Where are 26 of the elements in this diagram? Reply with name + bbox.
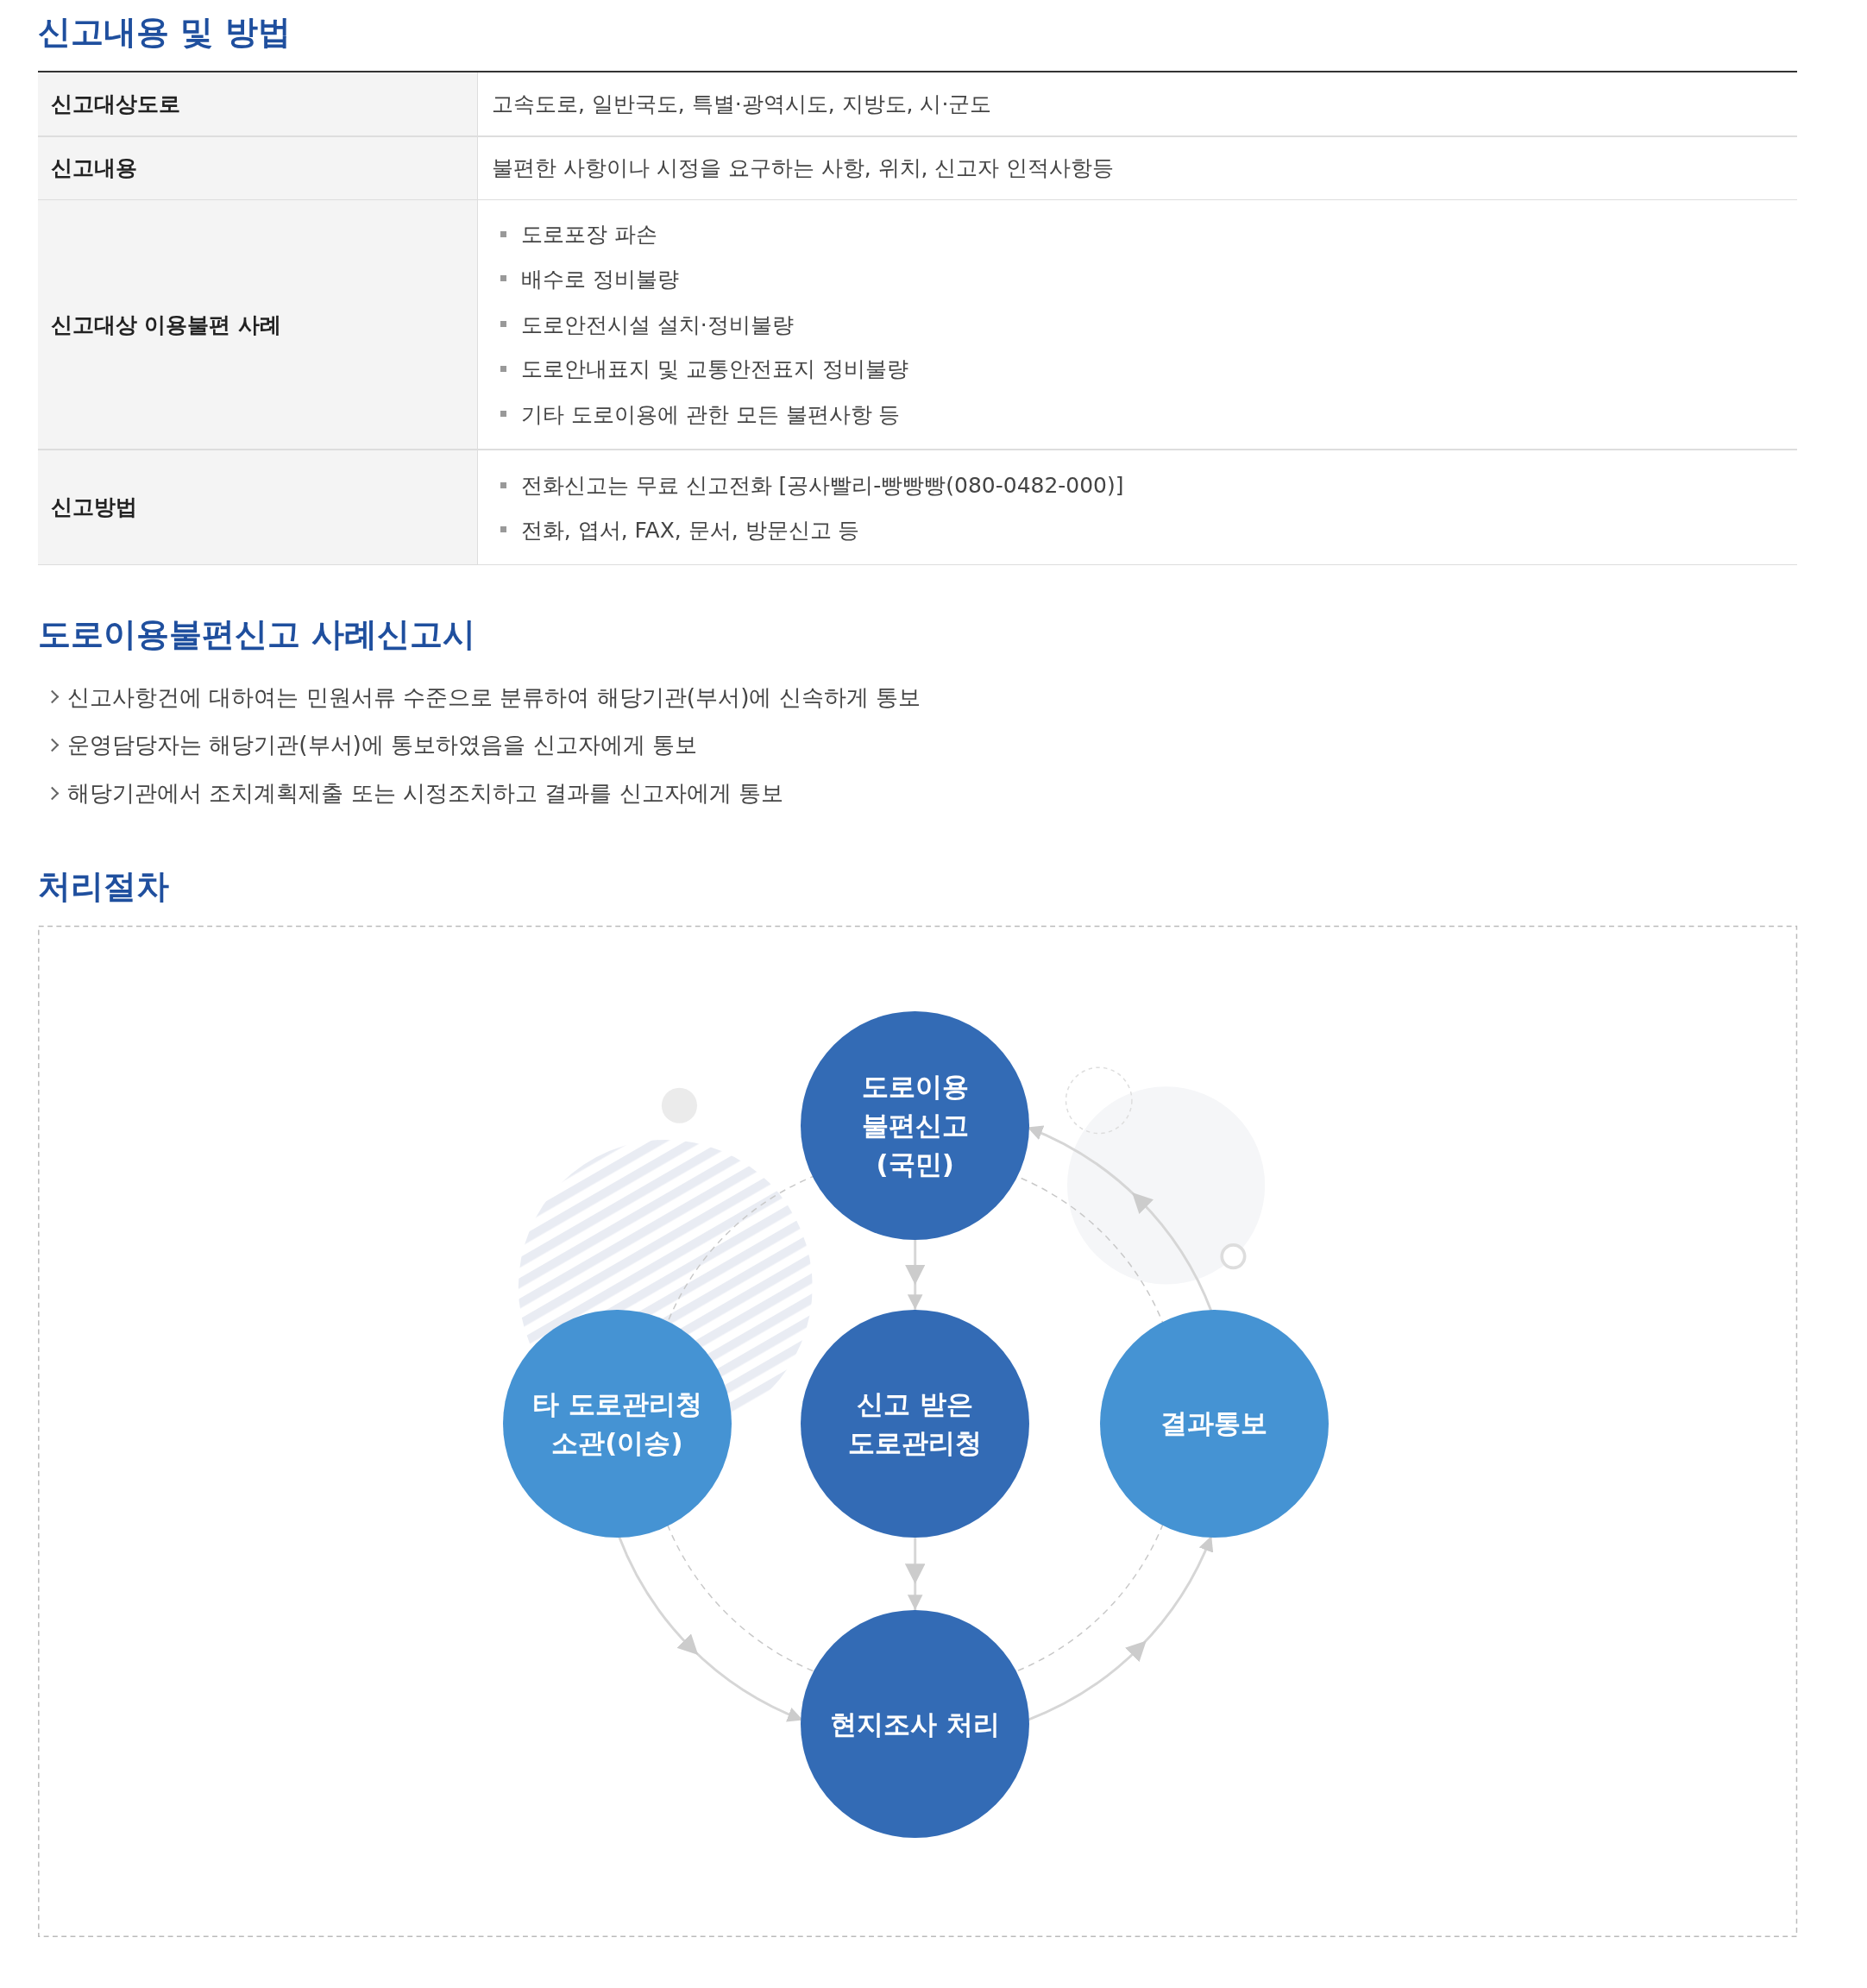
step-circle: 타 도로관리청 소관(이송): [503, 1309, 732, 1538]
bullet-item: 전화, 엽서, FAX, 문서, 방문신고 등: [500, 511, 1642, 550]
bullet-item: 배수로 정비불량: [500, 260, 1642, 299]
step-circle: 도로이용 불편신고 (국민): [801, 1011, 1029, 1240]
row-header: 신고대상 이용불편 사례: [38, 200, 478, 450]
row-header: 신고내용: [38, 136, 478, 199]
bullet-item: 전화신고는 무료 신고전화 [공사빨리-빵빵빵(080-0482-000)]: [500, 466, 1642, 505]
row-header: 신고대상도로: [38, 72, 478, 136]
bullet-item: 도로안전시설 설치·정비불량: [500, 305, 1642, 344]
row-header: 신고방법: [38, 450, 478, 564]
step-circle: 결과통보: [1100, 1309, 1329, 1538]
title-heading: 신고내용 및 방법: [38, 11, 292, 53]
note-text: 신고사항건에 대하여는 민원서류 수준으로 분류하여 해당기관(부서)에 신속하게 통보: [45, 677, 1313, 717]
section-heading: 도로이용불편신고 사례신고시: [38, 613, 477, 655]
bullet-item: 기타 도로이용에 관한 모든 불편사항 등: [500, 395, 1642, 434]
bullet-item: 도로안내표지 및 교통안전표지 정비불량: [500, 349, 1642, 388]
arrow: [905, 1538, 925, 1610]
arrow: [905, 1240, 925, 1310]
section-heading: 처리절차: [38, 865, 171, 907]
step-circle: 현지조사 처리: [801, 1609, 1029, 1839]
bullet-item: 도로포장 파손: [500, 215, 1642, 254]
note-text: 운영담당자는 해당기관(부서)에 통보하였음을 신고자에게 통보: [45, 726, 1313, 764]
note-text: 해당기관에서 조치계획제출 또는 시정조치하고 결과를 신고자에게 통보: [45, 774, 1313, 813]
step-circle: 신고 받은 도로관리청: [801, 1309, 1029, 1538]
cell-text: 불편한 사항이나 시정을 요구하는 사항, 위치, 신고자 인적사항등: [492, 154, 1116, 183]
cell-text: 고속도로, 일반국도, 특별·광역시도, 지방도, 시·군도: [492, 90, 993, 118]
